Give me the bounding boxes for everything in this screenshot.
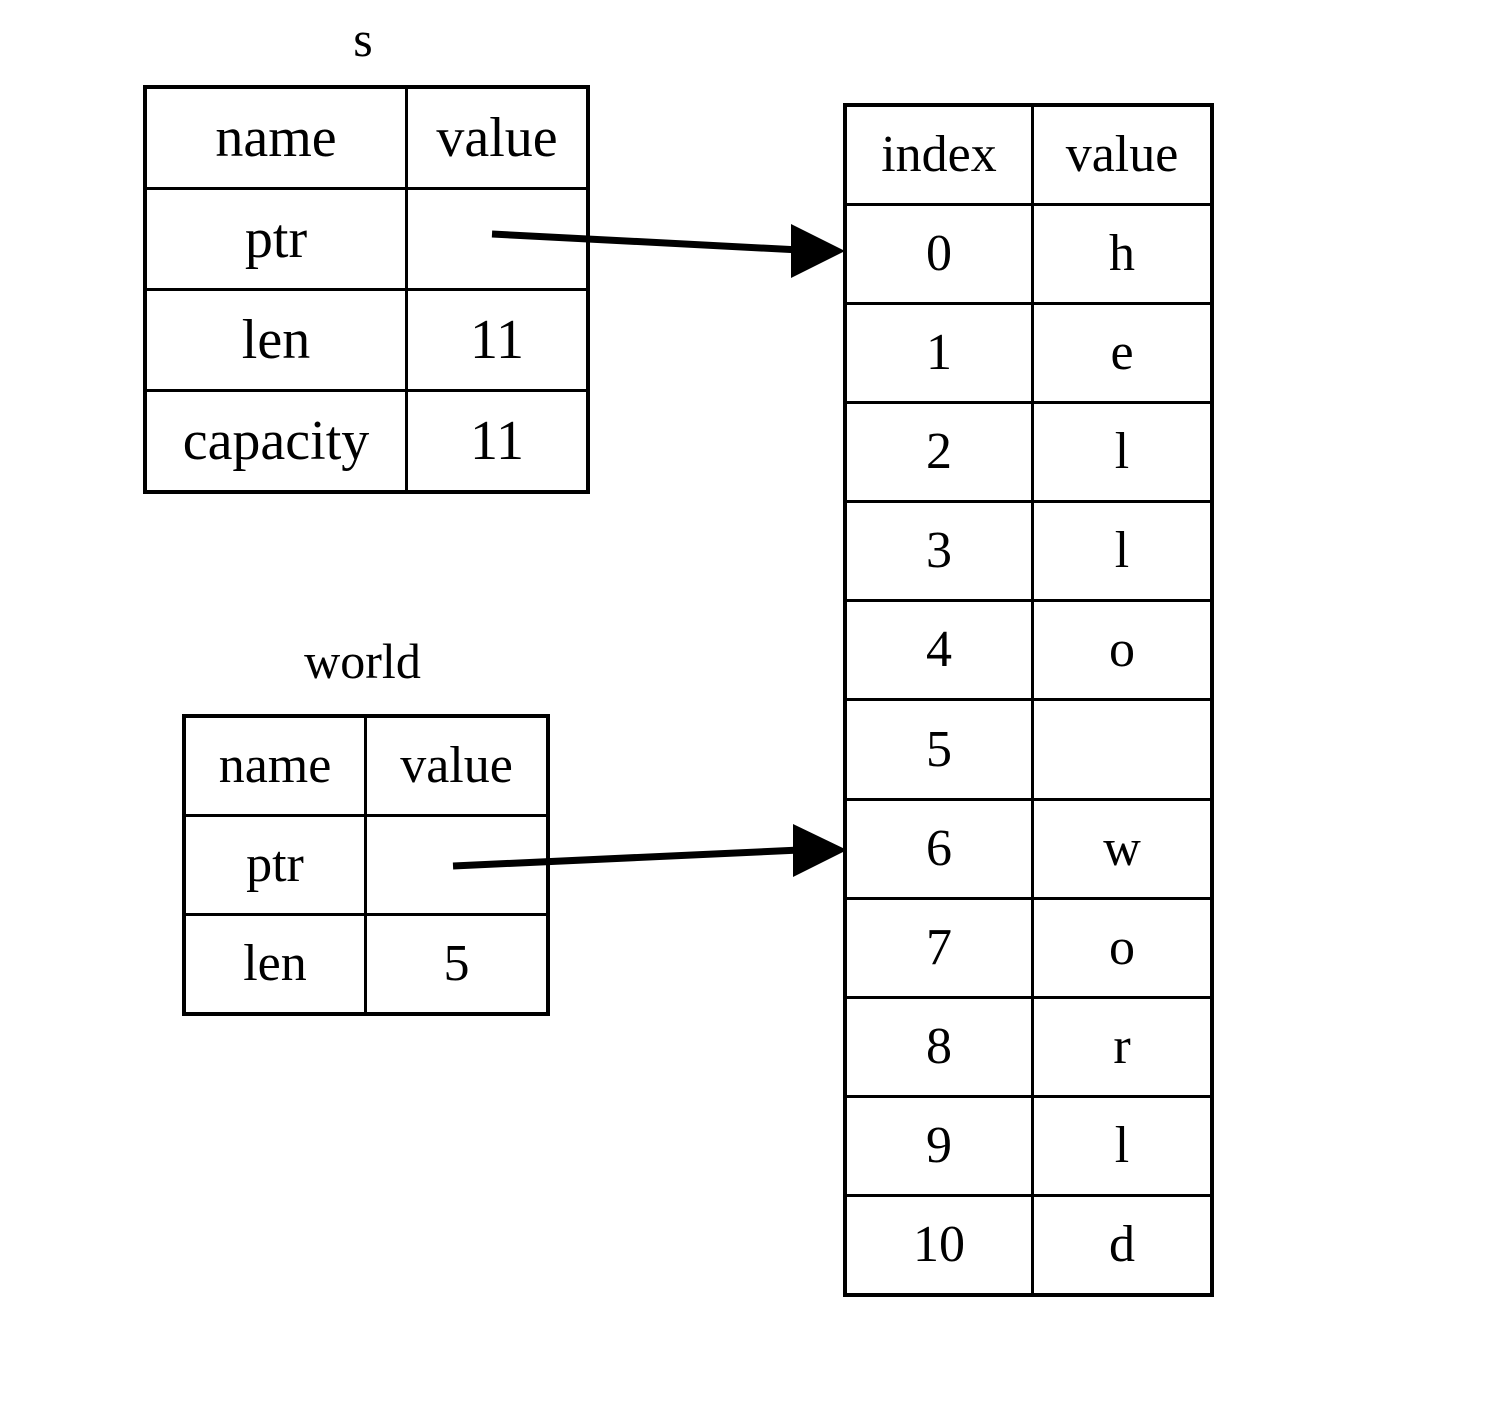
table-row: 0 h	[843, 203, 1214, 306]
field-value-ptr	[364, 814, 550, 916]
header-index: index	[843, 103, 1034, 207]
table-row: 6 w	[843, 797, 1214, 900]
buffer-index-3: 3	[843, 500, 1034, 603]
table-row: ptr	[143, 187, 590, 291]
buffer-value-2: l	[1031, 401, 1214, 504]
buffer-table: index value 0 h 1 e 2 l 3 l 4 o	[843, 103, 1214, 1297]
buffer-index-6: 6	[843, 797, 1034, 900]
buffer-index-9: 9	[843, 1094, 1034, 1197]
field-name-ptr: ptr	[143, 187, 408, 291]
table-row: len 11	[143, 288, 590, 392]
table-row: capacity 11	[143, 389, 590, 494]
field-name-len: len	[143, 288, 408, 392]
table-row: 1 e	[843, 302, 1214, 405]
field-value-ptr	[405, 187, 590, 291]
buffer-index-1: 1	[843, 302, 1034, 405]
struct-world-table: name value ptr len 5	[182, 714, 550, 1016]
field-name-len: len	[182, 913, 367, 1016]
buffer-value-0: h	[1031, 203, 1214, 306]
struct-s-table: name value ptr len 11 capacity 11	[143, 85, 590, 494]
table-header-row: index value	[843, 103, 1214, 207]
buffer-value-4: o	[1031, 599, 1214, 702]
buffer-value-8: r	[1031, 995, 1214, 1098]
table-header-row: name value	[182, 714, 550, 817]
table-row: 5	[843, 698, 1214, 801]
header-value: value	[364, 714, 550, 817]
field-value-len: 5	[364, 913, 550, 1016]
table-row: 9 l	[843, 1094, 1214, 1197]
field-name-ptr: ptr	[182, 814, 367, 916]
s-ptr-arrowhead	[791, 224, 845, 278]
buffer-value-1: e	[1031, 302, 1214, 405]
buffer-index-0: 0	[843, 203, 1034, 306]
field-name-capacity: capacity	[143, 389, 408, 494]
table-row: 8 r	[843, 995, 1214, 1098]
buffer-value-3: l	[1031, 500, 1214, 603]
field-value-capacity: 11	[405, 389, 590, 494]
table-row: ptr	[182, 814, 550, 916]
struct-world-label: world	[304, 633, 421, 689]
buffer-value-5	[1031, 698, 1214, 801]
header-value: value	[1031, 103, 1214, 207]
table-header-row: name value	[143, 85, 590, 190]
world-ptr-arrowhead	[793, 824, 847, 877]
field-value-len: 11	[405, 288, 590, 392]
buffer-value-6: w	[1031, 797, 1214, 900]
buffer-value-7: o	[1031, 896, 1214, 999]
header-value: value	[405, 85, 590, 190]
header-name: name	[143, 85, 408, 190]
table-row: 7 o	[843, 896, 1214, 999]
table-row: 4 o	[843, 599, 1214, 702]
table-row: 2 l	[843, 401, 1214, 504]
buffer-value-10: d	[1031, 1193, 1214, 1297]
buffer-index-8: 8	[843, 995, 1034, 1098]
table-row: 3 l	[843, 500, 1214, 603]
buffer-index-10: 10	[843, 1193, 1034, 1297]
buffer-index-2: 2	[843, 401, 1034, 504]
table-row: 10 d	[843, 1193, 1214, 1297]
buffer-index-4: 4	[843, 599, 1034, 702]
buffer-index-7: 7	[843, 896, 1034, 999]
struct-s-label: s	[353, 11, 373, 67]
buffer-index-5: 5	[843, 698, 1034, 801]
header-name: name	[182, 714, 367, 817]
table-row: len 5	[182, 913, 550, 1016]
buffer-value-9: l	[1031, 1094, 1214, 1197]
